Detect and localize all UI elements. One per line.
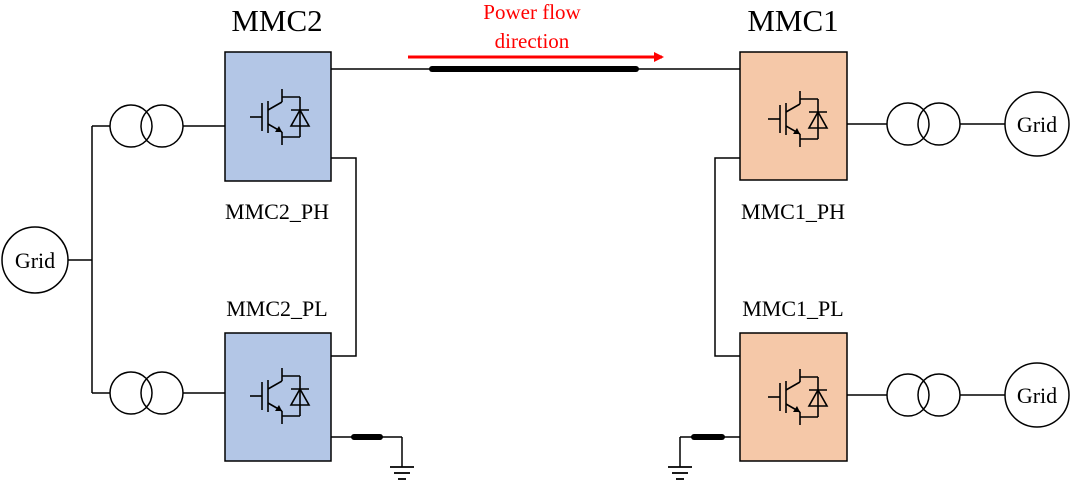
transformer-mmc1-ph [886, 102, 961, 146]
grid-right-bottom-circle [1004, 362, 1070, 428]
mmc1-series-link [714, 157, 740, 357]
transformer-mmc2-ph [109, 104, 184, 148]
mmc2-ground-icon [390, 466, 414, 480]
mmc1-pl-label: MMC1_PL [742, 296, 843, 321]
grid-left-label: Grid [15, 248, 55, 273]
mmc1-ground-icon [668, 466, 692, 480]
mmc2-title: MMC2 [231, 3, 322, 38]
grid-right-top-label: Grid [1017, 112, 1057, 137]
power-flow-label-line1: Power flow [483, 0, 581, 24]
mmc2-pl-label: MMC2_PL [226, 296, 327, 321]
mmc2-series-link [331, 157, 357, 357]
grid-right-top-circle [1004, 91, 1070, 157]
power-flow-label-line2: direction [495, 29, 570, 53]
mmc2-pl-box [224, 332, 332, 462]
mmc1-ph-box [739, 51, 848, 181]
mmc1-title: MMC1 [747, 3, 838, 38]
mmc1-ph-label: MMC1_PH [741, 199, 845, 224]
transformer-mmc1-pl [886, 373, 961, 417]
mmc2-ph-label: MMC2_PH [225, 199, 329, 224]
mmc1-pl-box [739, 332, 848, 462]
mmc2-ph-box [224, 51, 332, 182]
grid-right-bottom-label: Grid [1017, 383, 1057, 408]
transformer-mmc2-pl [109, 371, 184, 415]
